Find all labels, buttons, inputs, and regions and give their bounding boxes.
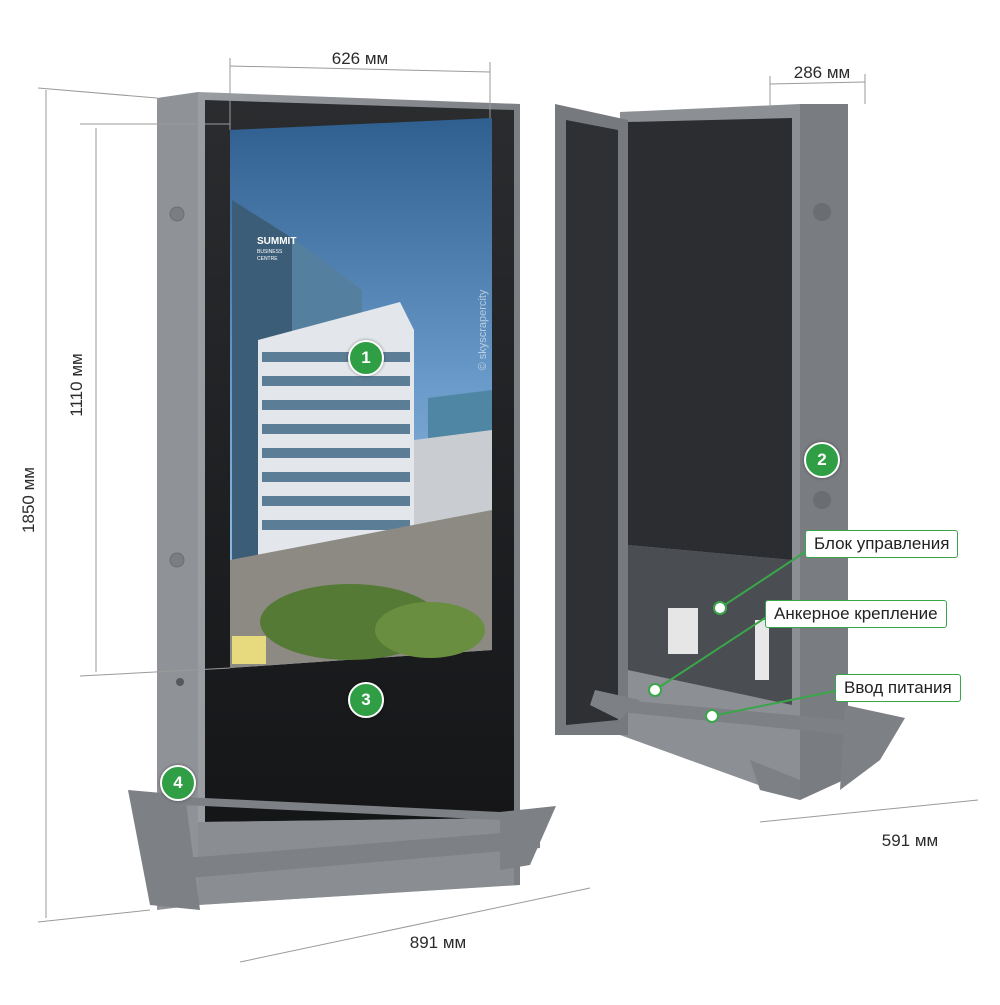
dim-depth-base: 591 мм bbox=[882, 831, 938, 850]
open-base-frame bbox=[590, 690, 905, 800]
speaker-grill-right-top bbox=[813, 203, 831, 221]
front-kiosk: SUMMIT BUSINESS CENTRE © skyscrapercity bbox=[128, 92, 556, 910]
callout-anchor-mount: Анкерное крепление bbox=[765, 600, 947, 628]
speaker-grill-bottom bbox=[169, 552, 185, 568]
kiosk-side-panel bbox=[157, 92, 198, 910]
callout-control-unit: Блок управления bbox=[805, 530, 959, 558]
dim-height-screen: 1110 мм bbox=[67, 353, 86, 416]
callout-power-input: Ввод питания bbox=[835, 674, 961, 702]
equipment-compartment bbox=[628, 545, 792, 705]
speaker-grill-right-bottom bbox=[813, 491, 831, 509]
callout-lines bbox=[654, 549, 841, 717]
inner-screen bbox=[628, 118, 792, 560]
screen-display: SUMMIT BUSINESS CENTRE © skyscrapercity bbox=[230, 118, 492, 668]
front-base-frame bbox=[128, 790, 556, 910]
control-unit-box bbox=[668, 608, 698, 654]
marker-2: 2 bbox=[804, 442, 840, 478]
marker-1: 1 bbox=[348, 340, 384, 376]
key-lock bbox=[176, 678, 184, 686]
dim-width-front: 626 мм bbox=[332, 49, 388, 68]
power-strip bbox=[755, 620, 769, 680]
dimension-lines bbox=[37, 58, 979, 963]
speaker-grill-top bbox=[169, 206, 185, 222]
watermark: © skyscrapercity bbox=[477, 289, 489, 370]
building-sign-title: SUMMIT bbox=[257, 236, 296, 247]
open-kiosk bbox=[555, 104, 905, 800]
dim-width-base: 891 мм bbox=[410, 933, 466, 952]
building-sign-line3: CENTRE bbox=[257, 256, 278, 262]
building-sign-line2: BUSINESS bbox=[257, 249, 283, 255]
dim-height-total: 1850 мм bbox=[19, 467, 38, 533]
callout-dots bbox=[648, 601, 727, 723]
marker-4: 4 bbox=[160, 765, 196, 801]
dim-depth-top: 286 мм bbox=[794, 63, 850, 82]
marker-3: 3 bbox=[348, 682, 384, 718]
